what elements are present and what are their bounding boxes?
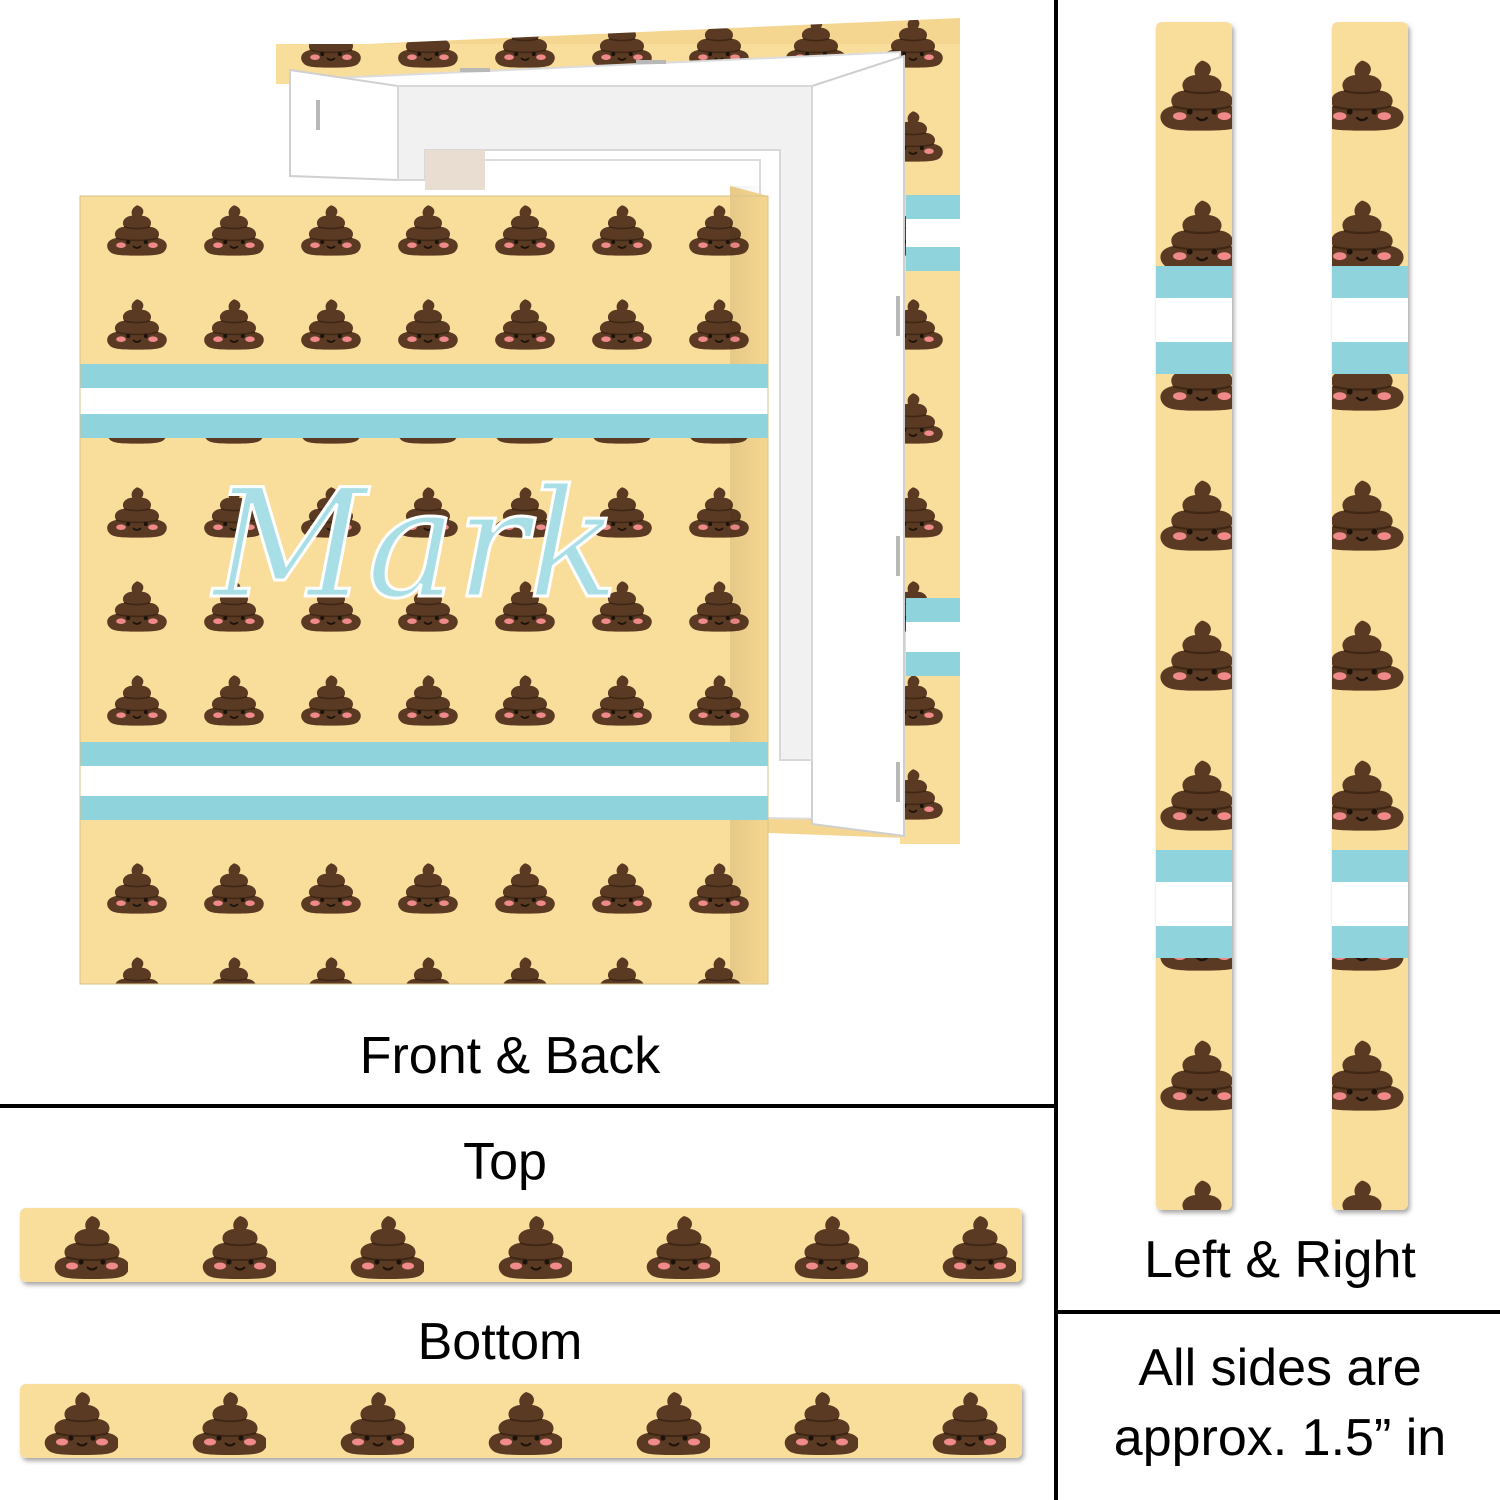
left-side-strip	[1156, 22, 1232, 1210]
note-line-2: approx. 1.5” in	[1113, 1409, 1447, 1467]
personalized-name: Mark	[212, 458, 621, 632]
horizontal-divider-left	[0, 1104, 1056, 1108]
top-side-strip	[20, 1208, 1022, 1282]
horizontal-divider-right	[1056, 1310, 1500, 1314]
caption-top: Top	[463, 1133, 547, 1191]
bottom-side-strip	[20, 1384, 1022, 1458]
note-line-1: All sides are	[1138, 1339, 1422, 1397]
caption-front-back: Front & Back	[359, 1027, 661, 1085]
canvas-front-back-illustration	[79, 18, 960, 985]
canvas-back	[276, 18, 960, 844]
vertical-divider	[1054, 0, 1058, 1500]
canvas-front	[79, 186, 769, 985]
caption-bottom: Bottom	[417, 1313, 583, 1371]
caption-left-right: Left & Right	[1144, 1231, 1416, 1289]
right-side-strip	[1332, 22, 1408, 1210]
